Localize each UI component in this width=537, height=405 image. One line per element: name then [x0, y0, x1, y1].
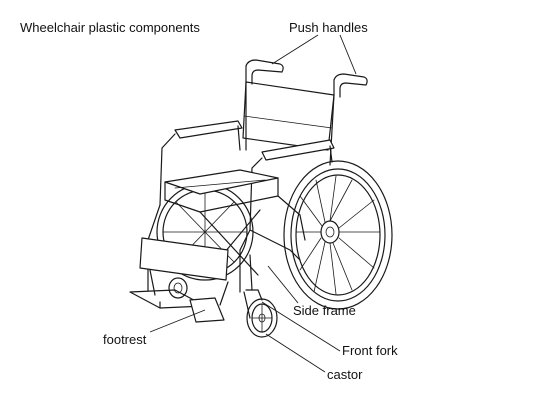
- footrest: [129, 269, 229, 323]
- label-side-frame: Side frame: [293, 303, 356, 318]
- calf-strap: [139, 237, 229, 281]
- armrests: [159, 120, 335, 231]
- leader-lines: [149, 34, 357, 373]
- label-castor: castor: [327, 367, 363, 382]
- label-front-fork: Front fork: [342, 343, 398, 358]
- rear-wheel-near: [283, 160, 393, 310]
- front-fork: [243, 254, 263, 319]
- label-push-handles: Push handles: [289, 20, 368, 35]
- label-footrest: footrest: [103, 332, 147, 347]
- diagram-title: Wheelchair plastic components: [20, 20, 200, 35]
- push-handles: [245, 59, 368, 98]
- seat: [164, 169, 279, 213]
- castor: [246, 298, 278, 338]
